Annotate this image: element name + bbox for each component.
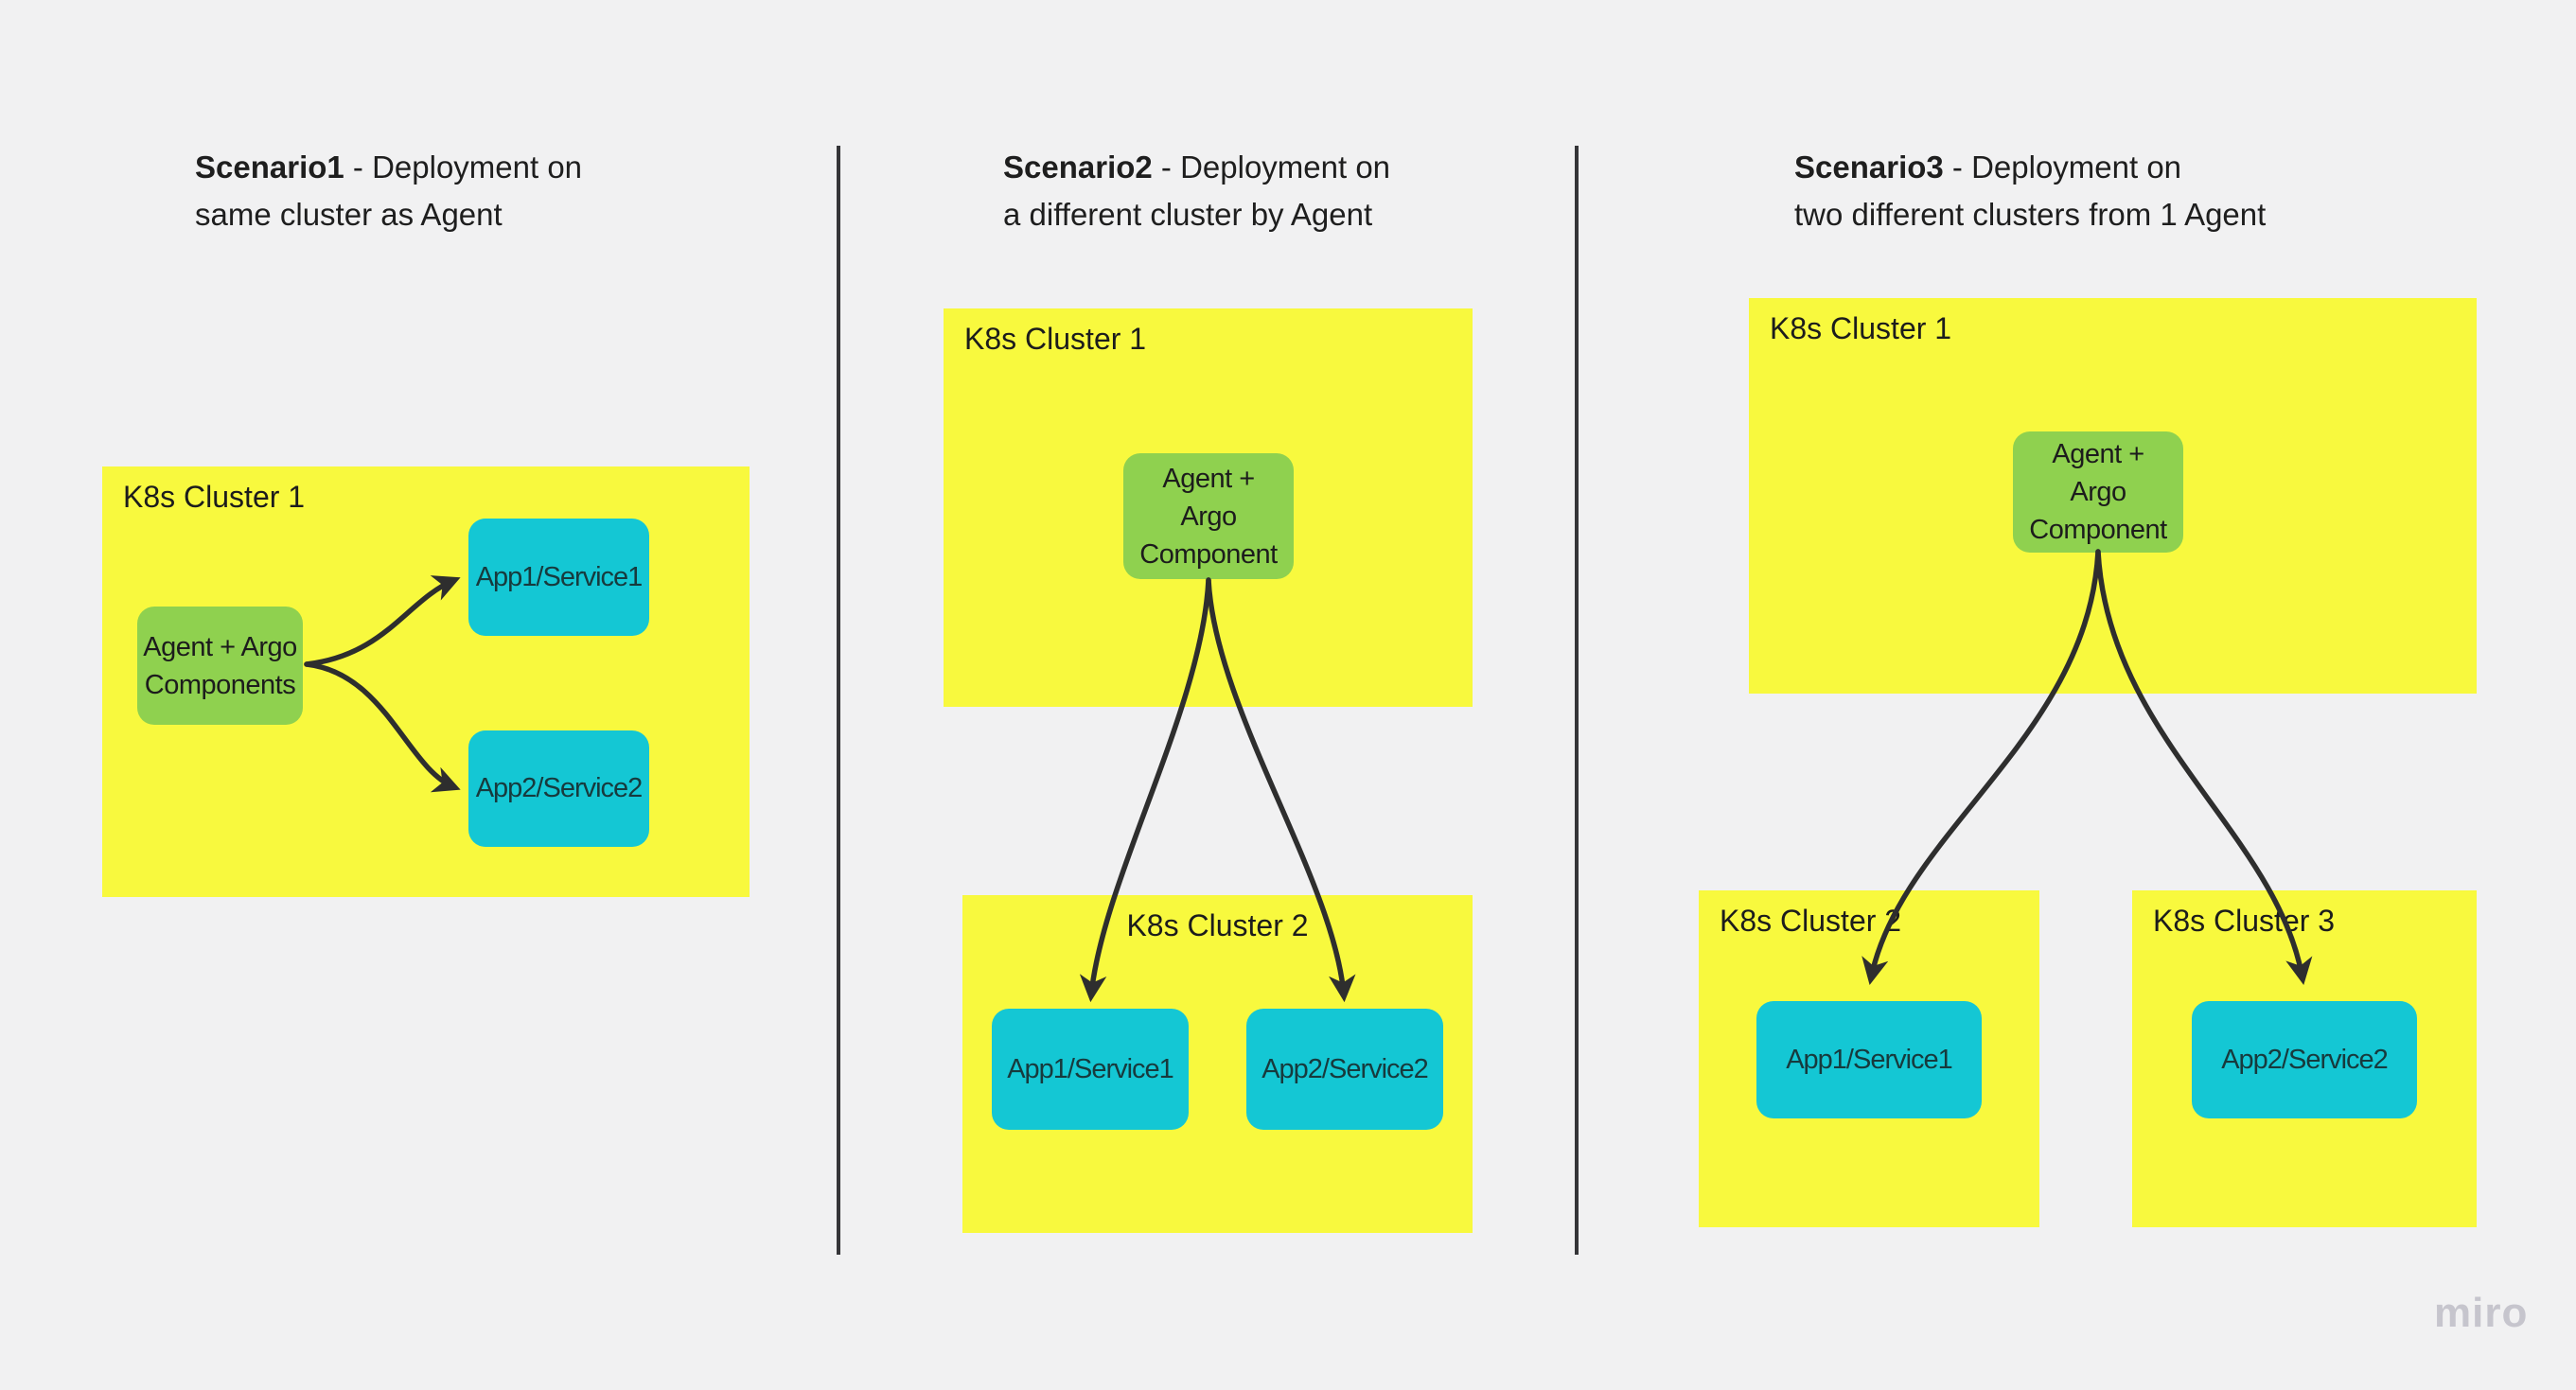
scenario3-title-bold: Scenario3 [1794,150,1944,185]
scenario2-title: Scenario2 - Deployment on a different cl… [1003,144,1390,238]
scenario2-app1-label: App1/Service1 [1007,1053,1174,1084]
scenario1-app1-node: App1/Service1 [468,519,649,636]
scenario1-cluster1-label: K8s Cluster 1 [123,480,306,514]
scenario3-agent-node: Agent + Argo Component [2013,431,2183,553]
scenario2-cluster1-label: K8s Cluster 1 [964,322,1147,356]
scenario3-app2-label: App2/Service2 [2221,1044,2389,1075]
scenario2-title-line2: a different cluster by Agent [1003,197,1373,232]
scenario1-app2-node: App2/Service2 [468,730,649,847]
scenario2-app2-label: App2/Service2 [1262,1053,1429,1084]
scenario3-title-rest: - Deployment on [1943,150,2182,185]
scenario1-agent-node: Agent + Argo Components [137,607,303,725]
scenario2-cluster2-label: K8s Cluster 2 [1126,908,1309,942]
scenario3-title-line2: two different clusters from 1 Agent [1794,197,2267,232]
scenario-divider-2 [1575,146,1579,1255]
scenario2-app1-node: App1/Service1 [992,1009,1189,1130]
miro-logo-watermark: miro [2434,1290,2529,1336]
scenario2-app2-node: App2/Service2 [1246,1009,1443,1130]
scenario1-title: Scenario1 - Deployment on same cluster a… [195,144,582,238]
scenario3-cluster1-label: K8s Cluster 1 [1770,311,1952,345]
scenario3-app2-node: App2/Service2 [2192,1001,2417,1118]
scenario2-title-bold: Scenario2 [1003,150,1153,185]
scenario1-title-line1: Scenario1 - Deployment on [195,144,582,191]
scenario1-app1-label: App1/Service1 [475,561,644,592]
scenario3-agent-label-line2: Argo [2070,477,2126,507]
scenario1-title-line2: same cluster as Agent [195,197,503,232]
scenario1-agent-label-line1: Agent + Argo [143,631,297,662]
scenario1-title-rest: - Deployment on [344,150,583,185]
scenario3-cluster3-label: K8s Cluster 3 [2153,904,2336,938]
scenario1-title-bold: Scenario1 [195,150,344,185]
scenario2-agent-label-line2: Argo [1180,501,1237,532]
scenario2-agent-node: Agent + Argo Component [1123,453,1294,579]
scenario3-agent-label-line1: Agent + [2052,439,2144,469]
scenario3-title-line1: Scenario3 - Deployment on [1794,144,2266,191]
scenario2-agent-label-line1: Agent + [1162,463,1255,494]
scenario3-cluster2-label: K8s Cluster 2 [1720,904,1902,938]
scenario1-app2-label: App2/Service2 [475,773,644,803]
scenario2-title-line1: Scenario2 - Deployment on [1003,144,1390,191]
scenario3-agent-label-line3: Component [2029,515,2167,545]
scenario3-app1-label: App1/Service1 [1786,1044,1953,1075]
scenario1-agent-label-line2: Components [144,669,296,700]
scenario3-app1-node: App1/Service1 [1756,1001,1982,1118]
scenario2-title-rest: - Deployment on [1152,150,1391,185]
scenario-divider-1 [837,146,840,1255]
scenario3-title: Scenario3 - Deployment on two different … [1794,144,2266,238]
scenario2-agent-label-line3: Component [1139,538,1278,570]
